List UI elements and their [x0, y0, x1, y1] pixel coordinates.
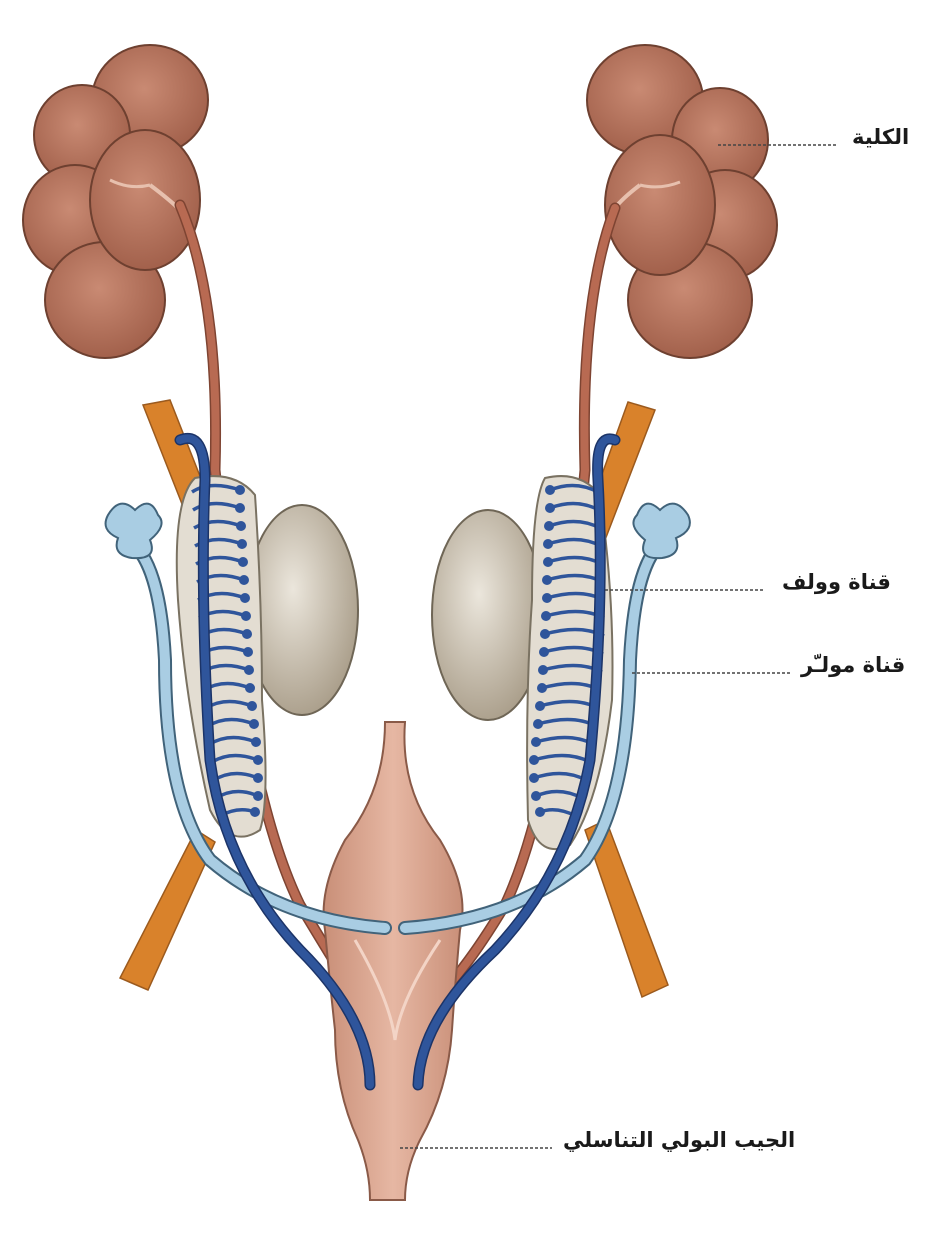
- label-mullerian-duct: قناة مولـّر: [801, 653, 906, 677]
- mesonephric-tubule-ends-left: [235, 485, 263, 817]
- wolffian-duct-left: [174, 433, 376, 1091]
- kidney-right: [586, 44, 778, 359]
- label-wolffian-duct: قناة وولف: [782, 570, 891, 594]
- label-urogenital-sinus: الجيب البولي التناسلي: [563, 1128, 796, 1152]
- urogenital-sinus: [322, 721, 464, 1201]
- kidney-left: [22, 44, 209, 359]
- wolffian-duct-right: [412, 433, 621, 1091]
- mesonephros-left: [175, 475, 267, 838]
- mullerian-duct-right: [398, 502, 691, 935]
- mullerian-duct-left: [104, 502, 392, 935]
- label-kidney: الكلية: [852, 125, 910, 149]
- mesonephric-tubule-ends-right: [529, 485, 555, 817]
